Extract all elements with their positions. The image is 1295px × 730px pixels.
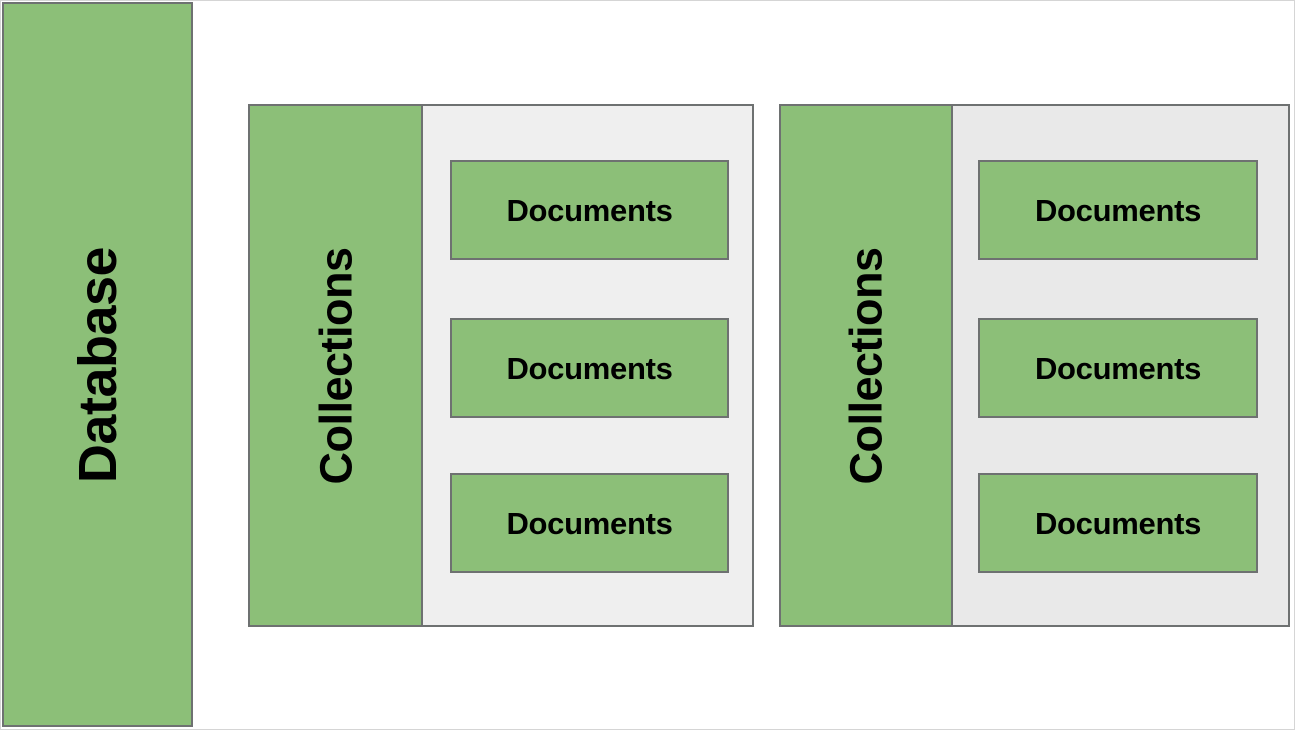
document-node-1-3-label: Documents bbox=[506, 505, 673, 541]
document-node-1-2[interactable]: Documents bbox=[450, 318, 729, 418]
document-node-2-3-label: Documents bbox=[1034, 505, 1202, 541]
collection-panel-1[interactable]: Collections Documents Documents Document… bbox=[248, 104, 754, 627]
document-node-2-1[interactable]: Documents bbox=[978, 160, 1258, 260]
document-node-1-1-label: Documents bbox=[506, 192, 673, 228]
collection-panel-2[interactable]: Collections Documents Documents Document… bbox=[779, 104, 1290, 627]
document-node-1-2-label: Documents bbox=[506, 350, 673, 386]
documents-area-2: Documents Documents Documents bbox=[953, 106, 1288, 625]
collections-node-1-label: Collections bbox=[310, 246, 361, 485]
document-node-2-3[interactable]: Documents bbox=[978, 473, 1258, 573]
collections-node-1[interactable]: Collections bbox=[250, 106, 423, 625]
document-node-1-1[interactable]: Documents bbox=[450, 160, 729, 260]
document-node-2-1-label: Documents bbox=[1034, 192, 1202, 228]
database-node[interactable]: Database bbox=[2, 2, 193, 727]
collections-node-2-label: Collections bbox=[840, 246, 892, 485]
document-node-1-3[interactable]: Documents bbox=[450, 473, 729, 573]
document-node-2-2[interactable]: Documents bbox=[978, 318, 1258, 418]
documents-area-1: Documents Documents Documents bbox=[423, 106, 752, 625]
collections-node-2[interactable]: Collections bbox=[781, 106, 953, 625]
database-node-label: Database bbox=[67, 246, 128, 483]
document-node-2-2-label: Documents bbox=[1034, 350, 1202, 386]
